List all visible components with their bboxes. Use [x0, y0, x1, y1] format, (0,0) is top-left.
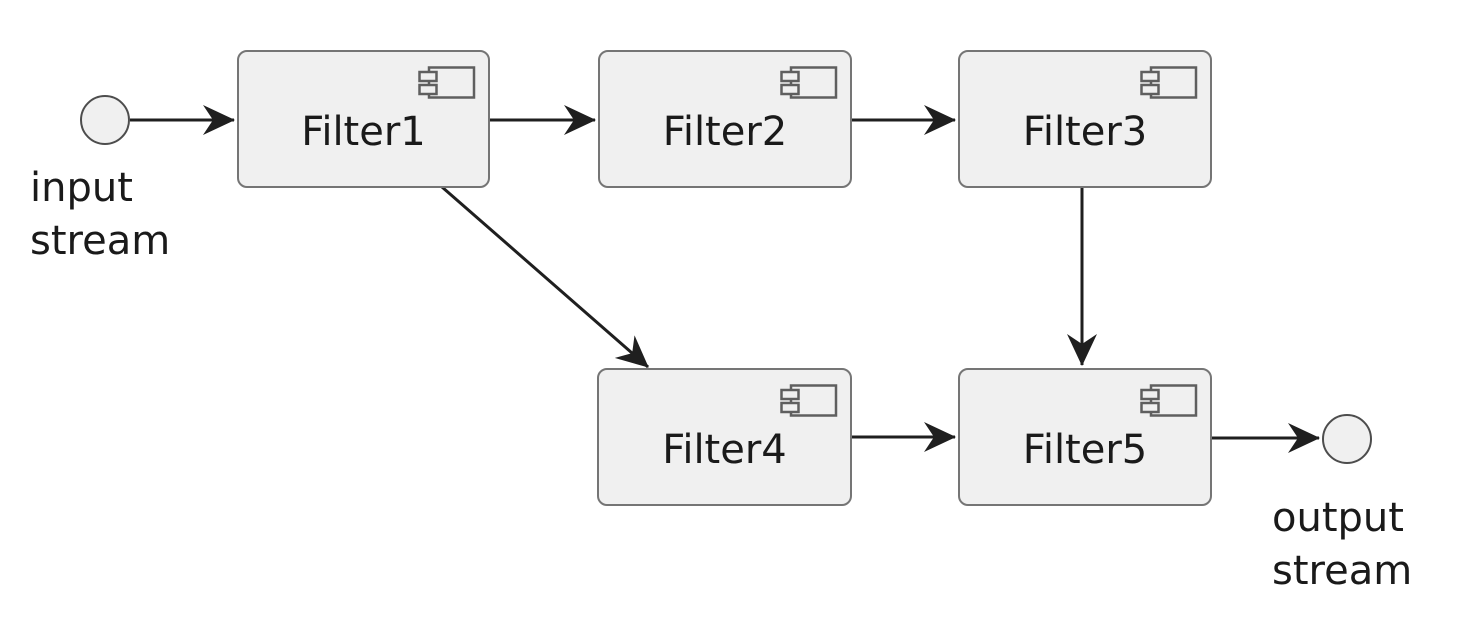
uml-component-icon: [1140, 66, 1198, 99]
component-label: Filter2: [662, 109, 788, 155]
component-label: Filter1: [301, 109, 426, 155]
component-filter1: Filter1: [237, 50, 490, 188]
component-label: Filter4: [662, 427, 787, 473]
output-stream-node: [1322, 414, 1372, 464]
input-stream-label: input stream: [30, 165, 171, 264]
uml-component-icon: [780, 66, 838, 99]
component-filter5: Filter5: [958, 368, 1212, 506]
edge-filter1-to-filter4: [441, 185, 649, 369]
component-filter3: Filter3: [958, 50, 1212, 188]
uml-component-icon: [418, 66, 476, 99]
component-filter4: Filter4: [597, 368, 852, 506]
component-label: Filter5: [1022, 427, 1148, 473]
uml-component-icon: [1140, 384, 1198, 417]
input-stream-node: [80, 95, 130, 145]
component-filter2: Filter2: [598, 50, 852, 188]
component-label: Filter3: [1022, 109, 1148, 155]
output-stream-label: output stream: [1272, 495, 1413, 594]
uml-component-icon: [780, 384, 838, 417]
